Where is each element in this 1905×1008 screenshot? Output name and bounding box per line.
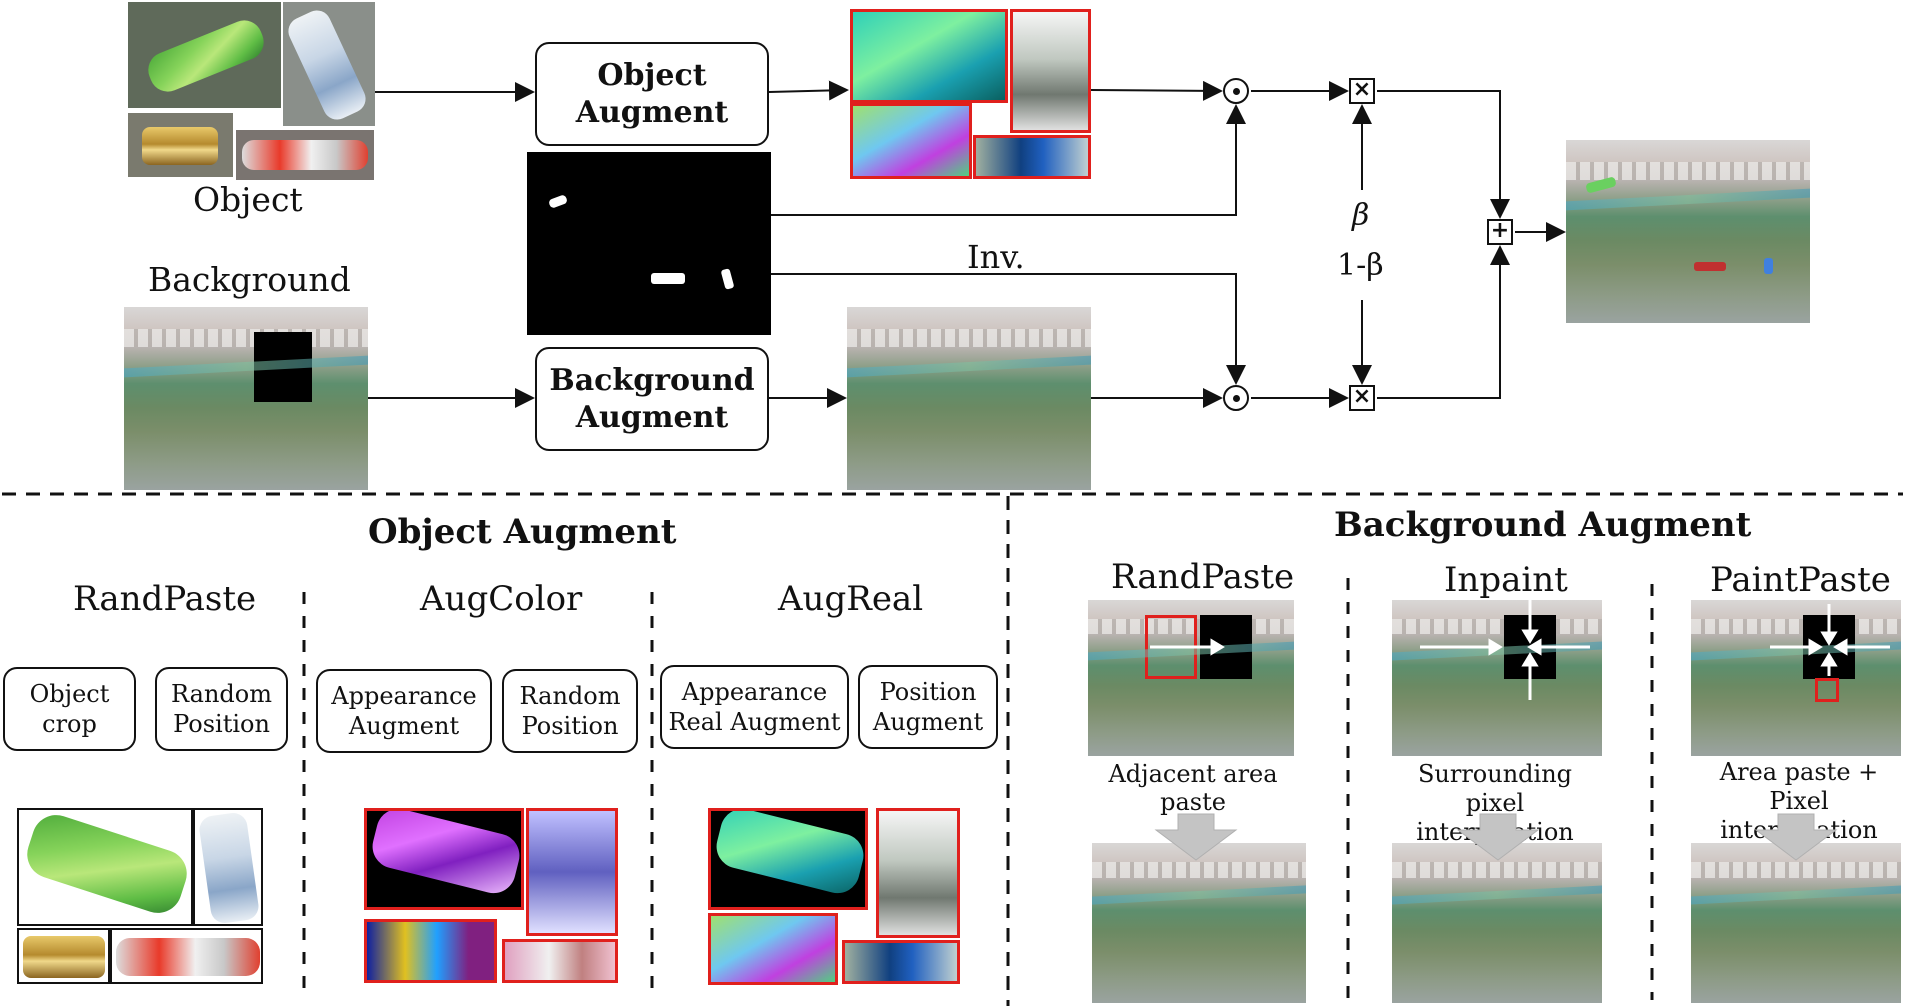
object-label: Object [193,180,303,219]
bg-method-randpaste-title: RandPaste [1111,557,1295,597]
augmented-object-1 [850,9,1008,103]
output-image [1566,140,1810,323]
augreal-object-1 [708,808,868,910]
elementwise-product-top [1223,78,1249,104]
augreal-object-4 [842,940,960,984]
bg-inpaint-before [1392,600,1602,756]
background-augment-title: Background Augment [1334,505,1752,545]
bg-paintpaste-description: Area paste + Pixel interpolation [1719,758,1879,844]
beta-label: β [1352,198,1370,233]
augreal-object-2 [876,808,960,938]
bg-paintpaste-before [1691,600,1901,756]
elementwise-product-bottom [1223,385,1249,411]
randpaste-object-1 [17,808,193,926]
appearance-augment-box: Appearance Augment [316,669,492,753]
inv-label: Inv. [967,238,1025,276]
background-image [124,307,368,490]
object-image-green-bottle [128,2,281,108]
object-augment-box: Object Augment [535,42,769,146]
augcolor-object-2 [526,808,618,936]
augmented-object-2 [1010,9,1091,133]
method-randpaste-title: RandPaste [73,579,257,619]
object-image-red-bottle [236,130,374,180]
object-augment-title: Object Augment [368,512,677,552]
augreal-object-3 [708,913,838,985]
randpaste-object-4 [110,928,263,984]
randpaste-object-2 [193,808,263,926]
bg-randpaste-before [1088,600,1294,756]
bg-paintpaste-after [1691,843,1901,1003]
bg-inpaint-after [1392,843,1602,1003]
random-position-box-2: Random Position [502,669,638,753]
randpaste-object-3 [17,928,110,984]
augcolor-object-3 [364,919,497,983]
bg-method-inpaint-title: Inpaint [1444,560,1568,600]
bg-inpaint-description: Surrounding pixel interpolation [1416,760,1574,846]
method-augcolor-title: AugColor [420,579,583,619]
bg-randpaste-description: Adjacent area paste [1108,760,1278,816]
object-crop-box: Object crop [3,667,136,751]
augcolor-object-1 [364,808,524,910]
appearance-real-augment-box: Appearance Real Augment [660,665,849,749]
augmented-object-4 [973,135,1091,179]
augcolor-object-4 [502,939,618,983]
background-label: Background [148,260,351,299]
add-operator: + [1487,219,1513,245]
bg-method-paintpaste-title: PaintPaste [1710,560,1891,600]
method-augreal-title: AugReal [778,579,924,619]
one-minus-beta-label: 1-β [1337,248,1384,283]
bg-randpaste-after [1092,843,1306,1003]
augmented-background-image [847,307,1091,490]
object-image-can [128,113,233,177]
position-augment-box: Position Augment [858,665,998,749]
multiply-bottom: × [1349,385,1375,411]
background-augment-box: Background Augment [535,347,769,451]
augmented-object-3 [850,103,972,179]
mask-image [527,152,771,335]
multiply-top: × [1349,78,1375,104]
random-position-box-1: Random Position [155,667,288,751]
object-image-clear-bottle [283,2,375,126]
